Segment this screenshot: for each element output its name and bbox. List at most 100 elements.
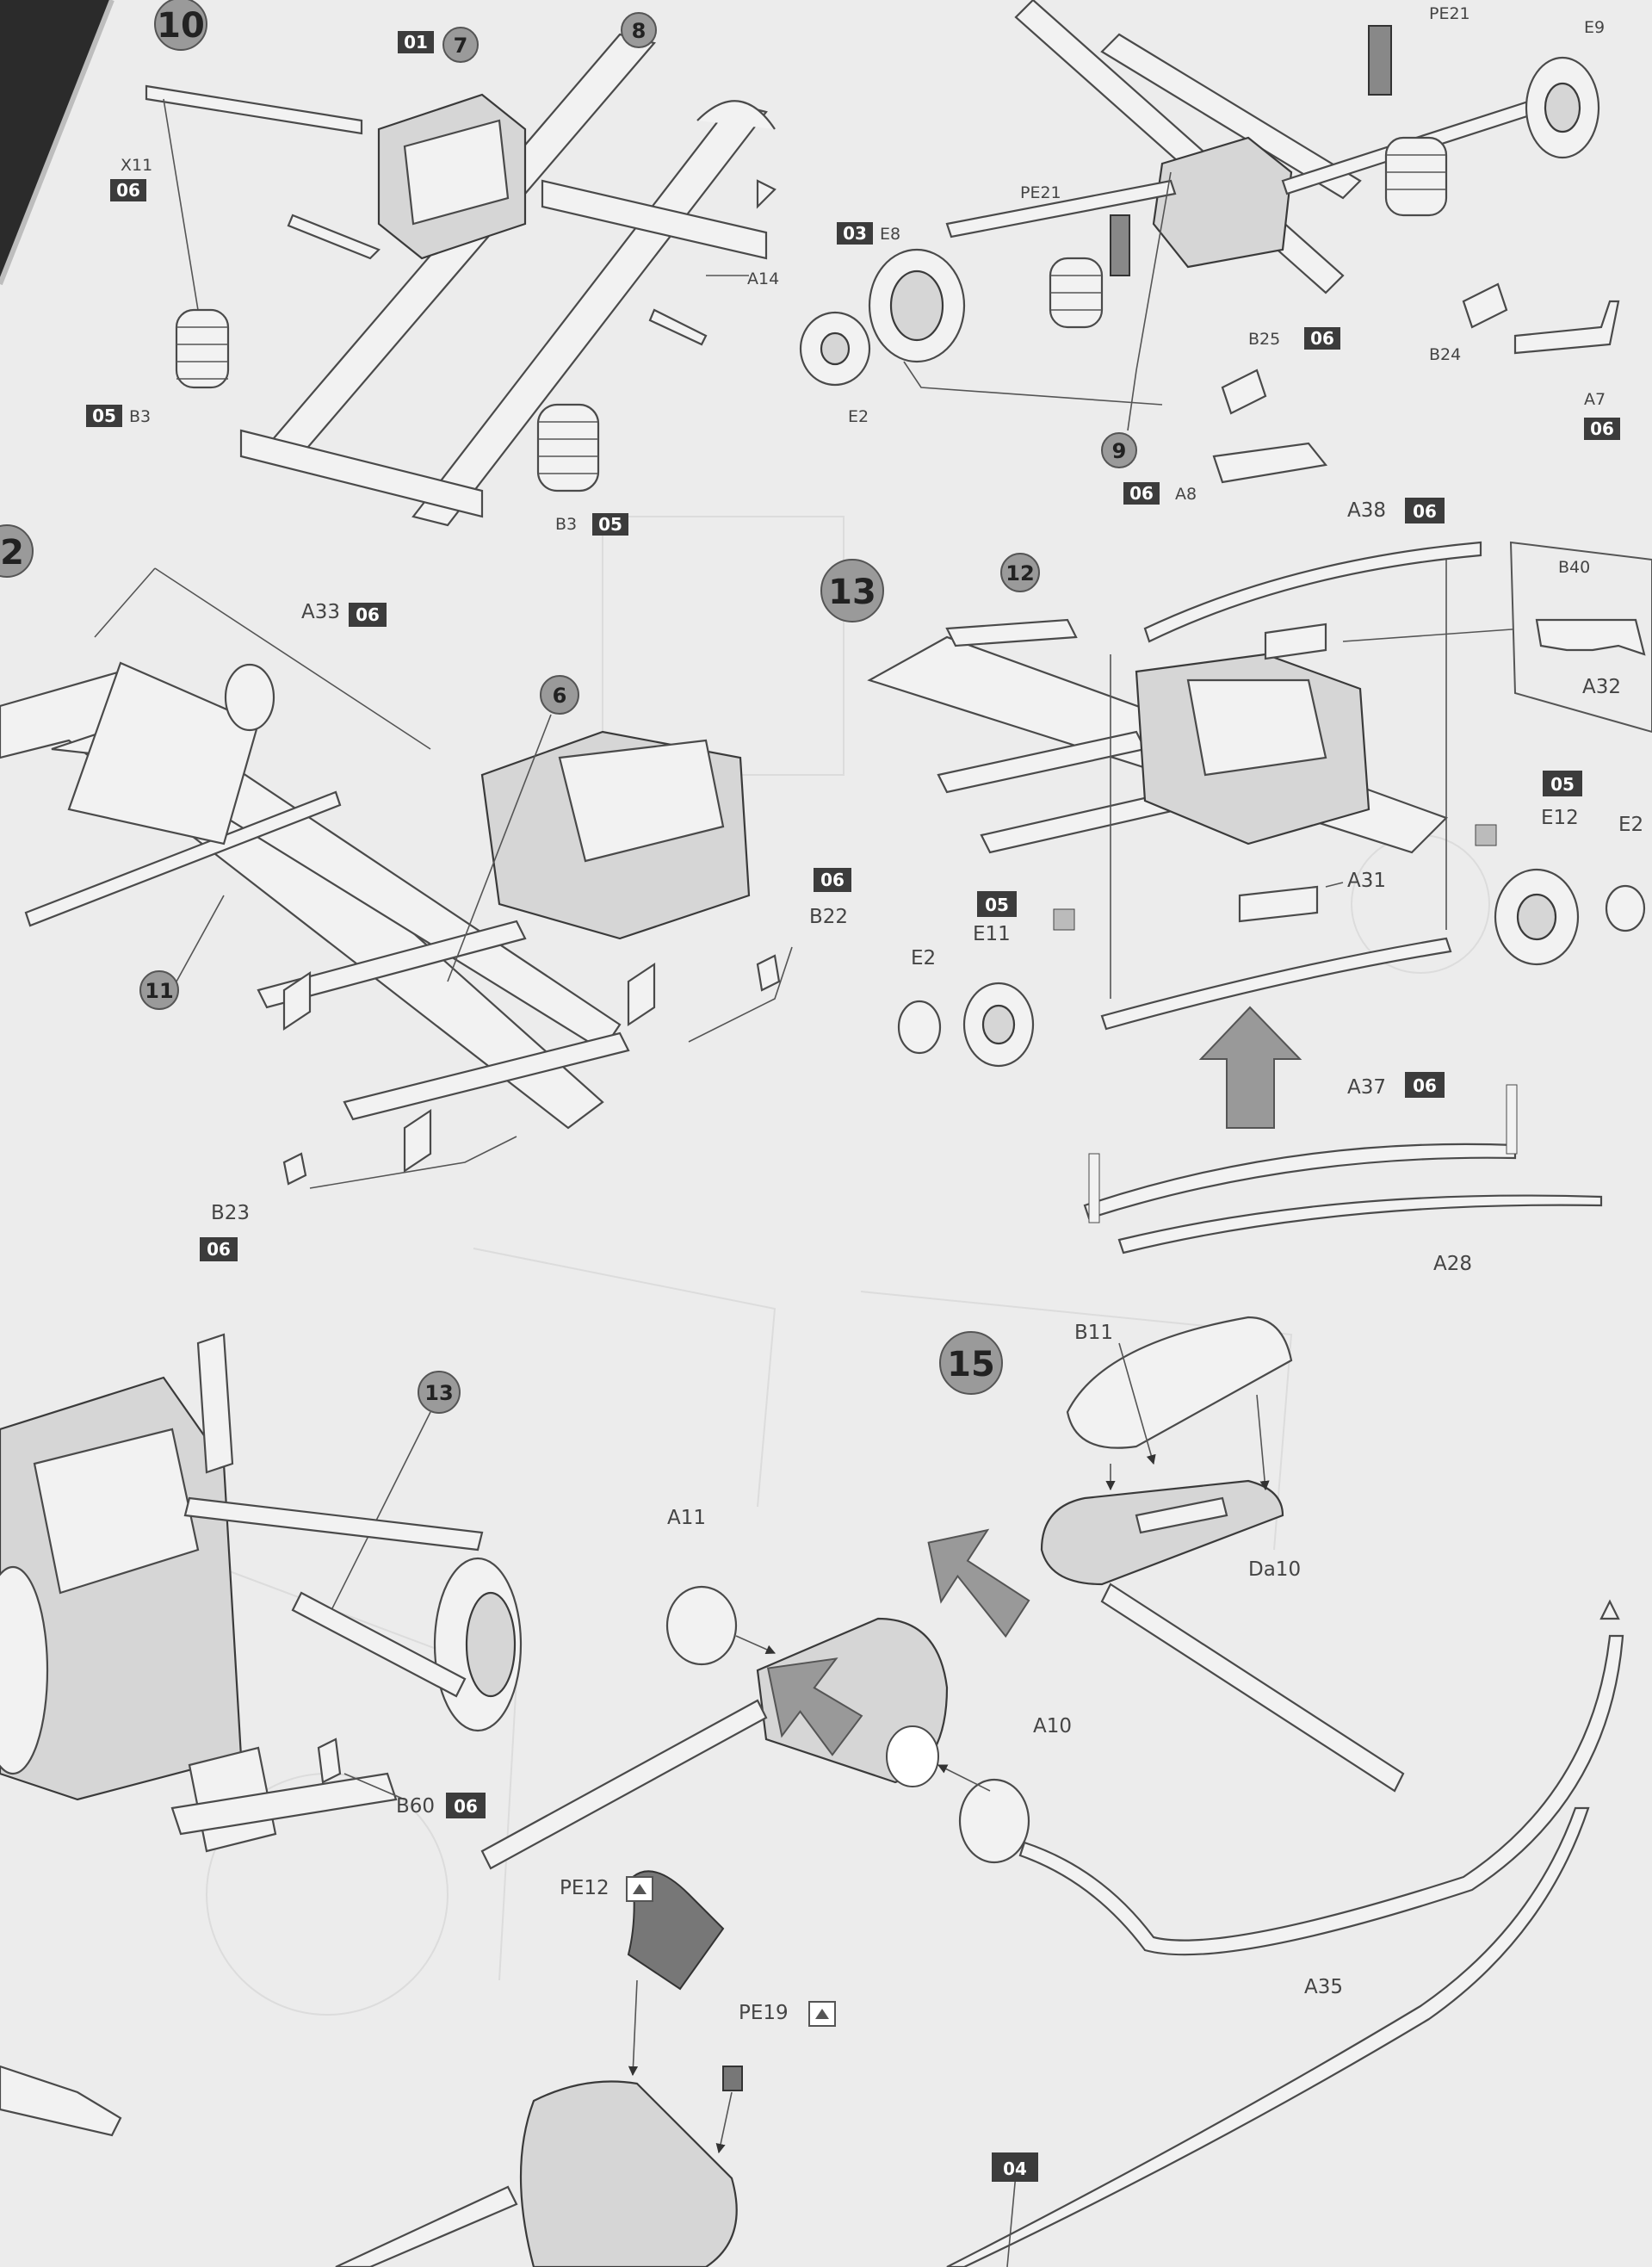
s14-leaf-spring [291,1591,467,1698]
ref-6-circle [540,675,579,715]
s14-part-b60 [317,1737,342,1784]
bracket-left [282,970,312,1031]
step-12-number: 2 [0,533,24,573]
badge-03-e8 [837,222,873,245]
part-b22 [756,954,781,992]
badge-05-b3-left-text: 05 [92,406,116,426]
cap-e2-right [1605,884,1646,932]
glue-icon-left [1053,908,1075,931]
badge-06-b23 [200,1237,238,1261]
long-tail-pipe [946,1806,1590,2267]
pe21-photoetch-mid [1110,214,1130,276]
badge-06-a33 [349,603,387,627]
a33-cable [154,567,431,750]
link-a8 [1212,442,1328,484]
leaf-spring-a37 [1083,1143,1517,1220]
label-pe19: PE19 [739,2002,789,2024]
label-a10: A10 [1033,1715,1072,1737]
clamp-b40 [1535,618,1646,656]
badge-05-e11-text: 05 [985,895,1009,915]
label-a28: A28 [1433,1253,1472,1275]
a10-arrow [937,1764,991,1792]
label-a37: A37 [1347,1076,1386,1099]
clamp-a32 [1264,622,1327,660]
badge-06-a33-text: 06 [356,604,380,625]
step-10-number: 10 [157,6,205,46]
a11-arrow [735,1635,777,1655]
step-15-circle [939,1331,1003,1395]
label-pe21-mid: PE21 [1020,183,1061,202]
label-a11: A11 [667,1507,706,1529]
label-e2-right: E2 [1618,814,1643,836]
ref-8-number: 8 [632,19,647,43]
label-b3-left: B3 [129,407,151,426]
ref-9-circle [1101,432,1137,468]
step-11-diagram: 9 03 E8 PE21 PE21 E9 E2 B25 06 B24 A7 06… [799,0,1620,505]
drum-e12-hub [1516,893,1557,941]
step-15-diagram: 15 B11 D [335,1316,1624,2267]
front-drum-12 [224,663,275,732]
label-a31: A31 [1347,870,1386,892]
frame-rail-right [411,102,768,527]
s14-engine-head [33,1428,200,1595]
badge-06-b22-text: 06 [820,870,845,890]
e2-leader [903,361,1163,406]
step-12-diagram: 2 6 11 A33 06 06 B22 B23 [0,524,851,1261]
ref-13-circle [418,1371,461,1414]
label-b3-right: B3 [555,515,577,534]
badge-05-b3-right-text: 05 [598,514,622,535]
lower-muffler-body [519,2080,738,2267]
pe19-arrow [715,2091,733,2154]
brake-drum-e8-hub [889,269,944,342]
badge-06-a38 [1405,498,1445,523]
tail-pipe-da10 [1100,1583,1405,1793]
label-e11: E11 [973,923,1011,945]
show-through-lines [171,516,1490,2016]
b23-leader [309,1136,517,1189]
rod-a28 [1117,1194,1603,1254]
a31-leader [1325,882,1344,888]
pe19-up-arrow-icon [815,2009,829,2019]
frame-crossmember-rear [239,429,484,518]
s14-post [196,1333,234,1474]
step-13-number: 13 [828,573,876,612]
badge-06-x11 [110,179,146,201]
end-cap-a10 [958,1778,1030,1864]
label-a35: A35 [1304,1976,1343,1998]
badge-06-b25-text: 06 [1310,328,1334,349]
ref-6-number: 6 [553,684,567,708]
badge-06-b22 [814,868,851,892]
pe12-up-icon [626,1876,653,1902]
ref-6-leader [447,714,552,982]
muffler-baffle [1135,1496,1228,1534]
label-a32: A32 [1582,676,1621,698]
label-a14: A14 [747,269,779,288]
step-12-circle [0,524,34,578]
ref-9-leader [1127,171,1172,431]
bracket-b25 [1221,369,1267,415]
a14-part [756,179,777,209]
label-e8: E8 [880,225,900,244]
x11-rod [145,84,363,135]
leaf-spring-a38 [1143,541,1482,643]
glue-icon-right [1475,824,1497,846]
label-a38: A38 [1347,499,1386,522]
assembly-arrow-down-lower [766,1657,863,1756]
badge-06-a38-text: 06 [1413,501,1437,522]
bolt-left [287,214,381,260]
hub-cap-e2-top-center [820,331,851,366]
exhaust-pipe-a35-tip [1599,1599,1620,1620]
muffler-inlet-pipe [480,1699,768,1870]
s14-axle [183,1496,484,1552]
step-15-number: 15 [947,1345,995,1384]
label-x11: X11 [121,156,152,175]
badge-05-b3-right [592,513,628,536]
cap-e2-left [897,1000,942,1055]
badge-06-b60-text: 06 [454,1796,478,1817]
ref-7-circle [442,27,479,63]
label-a8: A8 [1175,485,1197,504]
engine-head [558,739,725,863]
assembly-arrow-up [1198,1006,1302,1129]
badge-06-b23-text: 06 [207,1239,231,1260]
